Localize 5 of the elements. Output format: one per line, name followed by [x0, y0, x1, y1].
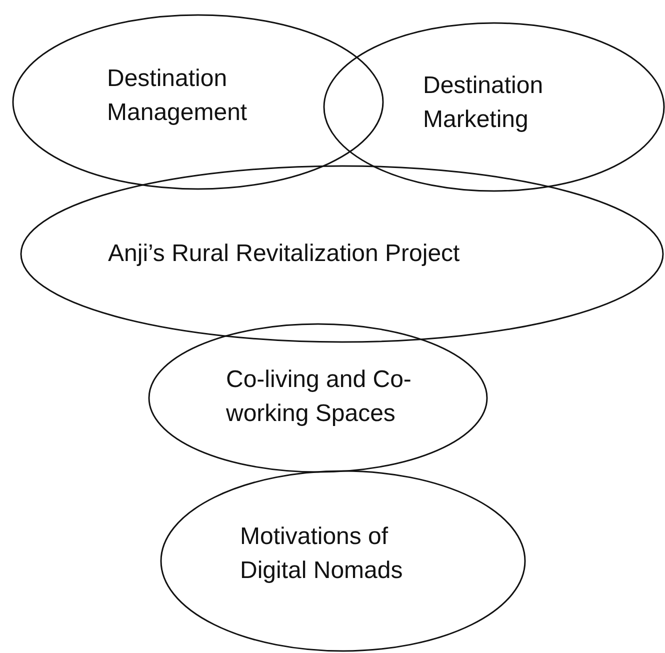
node-label: Co-living and Co-working Spaces: [226, 365, 412, 429]
node-label: Anji’s Rural Revitalization Project: [108, 239, 461, 269]
node-label: Destination Marketing: [423, 71, 544, 135]
node-label: Destination Management: [107, 64, 248, 128]
node-label: Motivations of Digital Nomads: [240, 522, 404, 586]
